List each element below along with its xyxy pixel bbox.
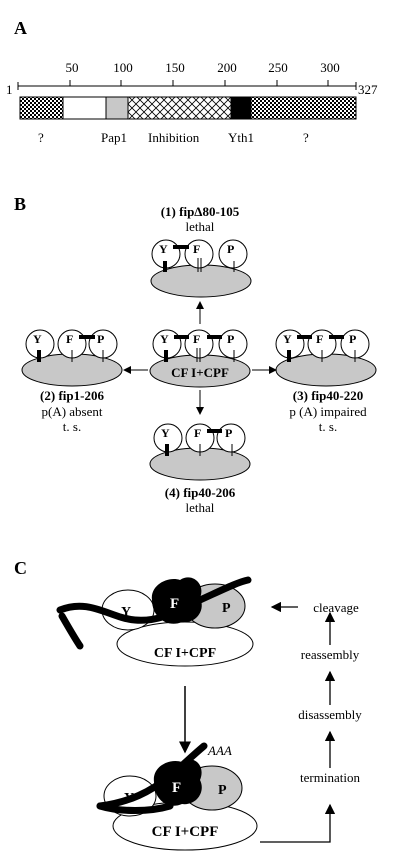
subunit-label-f: F xyxy=(170,596,179,612)
complex-label: CF I+CPF xyxy=(171,365,229,380)
complex-label: CF I+CPF xyxy=(154,646,216,661)
domain-bar: ? Pap1 Inhibition Yth1 ? xyxy=(19,96,357,145)
mutant-phenotype: p(A) absent xyxy=(41,404,102,419)
mutant-title: (2) fip1-206 xyxy=(40,388,104,403)
contact-block xyxy=(165,444,169,456)
cycle-step-disassembly: disassembly xyxy=(298,707,362,722)
subunit-f xyxy=(153,759,202,806)
subunit-label-y: Y xyxy=(121,605,131,620)
interaction-bar xyxy=(329,335,344,339)
panel-a-label: A xyxy=(14,18,27,38)
subunit-label-p: P xyxy=(227,332,234,346)
domain-label-unknown: ? xyxy=(38,130,44,145)
interaction-bar xyxy=(174,335,189,339)
contact-block xyxy=(287,350,291,362)
subunit-circle xyxy=(216,423,246,453)
mutant-title: (4) fip40-206 xyxy=(165,485,236,500)
subunit-label-p: P xyxy=(225,426,232,440)
sequence-scale: 1 327 50 100 150 200 250 300 xyxy=(6,60,378,97)
scale-tick-label: 150 xyxy=(165,60,185,75)
subunit-label-y: Y xyxy=(161,426,170,440)
cycle-pathway: termination disassembly reassembly cleav… xyxy=(260,600,362,843)
mutant-right: Y F P (3) fip40-220 p (A) impaired t. s. xyxy=(275,329,377,434)
complex-before-cleavage: CF I+CPF Y P F xyxy=(56,576,254,667)
contact-block xyxy=(37,350,41,362)
domain-label-pap1: Pap1 xyxy=(101,130,127,145)
cycle-arrow xyxy=(260,803,336,843)
subunit-label-f: F xyxy=(316,332,323,346)
subunit-label-f: F xyxy=(194,426,201,440)
subunit-label-y: Y xyxy=(283,332,292,346)
subunit-circle xyxy=(184,239,214,269)
contact-block xyxy=(163,261,167,272)
mutant-phenotype: lethal xyxy=(186,219,215,234)
domain-segment-white xyxy=(62,96,107,120)
scale-start-label: 1 xyxy=(6,82,13,97)
complex-label: CF I+CPF xyxy=(152,824,219,840)
subunit-label-f: F xyxy=(193,332,200,346)
scale-tick-label: 300 xyxy=(320,60,340,75)
polya-tail-label: AAA xyxy=(207,743,232,758)
mutant-phenotype: p (A) impaired xyxy=(289,404,367,419)
panel-c-label: C xyxy=(14,558,27,578)
rna-strand xyxy=(96,802,174,814)
contact-block xyxy=(164,350,168,362)
subunit-circle xyxy=(184,329,214,359)
complex-center: Y F P CF I+CPF xyxy=(149,329,251,388)
domain-segment-pap1 xyxy=(105,96,129,120)
domain-segment-yth1 xyxy=(230,96,252,120)
subunit-label-p: P xyxy=(97,332,104,346)
mutant-left: Y F P (2) fip1-206 p(A) absent t. s. xyxy=(21,329,123,434)
domain-label-unknown: ? xyxy=(303,130,309,145)
subunit-label-f: F xyxy=(193,242,200,256)
subunit-label-y: Y xyxy=(159,242,168,256)
subunit-f xyxy=(151,577,202,624)
interaction-bar xyxy=(207,429,222,433)
complex-after-cleavage: CF I+CPF Y P F AAA xyxy=(96,742,258,851)
mutant-phenotype: t. s. xyxy=(63,419,81,434)
mutant-title: (3) fip40-220 xyxy=(293,388,363,403)
subunit-label-p: P xyxy=(218,783,227,798)
interaction-bar xyxy=(207,335,222,339)
subunit-label-f: F xyxy=(66,332,73,346)
interaction-bar xyxy=(173,245,189,249)
subunit-label-p: P xyxy=(349,332,356,346)
scale-end-label: 327 xyxy=(358,82,378,97)
panel-b-label: B xyxy=(14,194,26,214)
cycle-step-reassembly: reassembly xyxy=(301,647,360,662)
interaction-bar xyxy=(297,335,312,339)
domain-label-yth1: Yth1 xyxy=(228,130,254,145)
rna-strand xyxy=(96,742,208,810)
domain-segment-c-terminal xyxy=(250,96,357,120)
scale-tick-label: 200 xyxy=(217,60,237,75)
domain-segment-n-terminal xyxy=(19,96,64,120)
domain-label-inhibition: Inhibition xyxy=(148,130,200,145)
mutant-phenotype: t. s. xyxy=(319,419,337,434)
subunit-label-p: P xyxy=(222,601,231,616)
interaction-bar xyxy=(79,335,95,339)
rna-strand xyxy=(58,612,84,650)
cycle-step-termination: termination xyxy=(300,770,360,785)
mutant-top: (1) fipΔ80-105 lethal Y F P xyxy=(150,204,252,298)
cycle-step-cleavage: cleavage xyxy=(313,600,359,615)
scale-tick-label: 250 xyxy=(268,60,288,75)
mutant-title: (1) fipΔ80-105 xyxy=(161,204,240,219)
mutant-phenotype: lethal xyxy=(186,500,215,515)
scale-tick-label: 50 xyxy=(66,60,79,75)
domain-segment-inhibition xyxy=(127,96,232,120)
subunit-circle xyxy=(218,329,248,359)
scale-tick-label: 100 xyxy=(113,60,133,75)
subunit-label-y: Y xyxy=(160,332,169,346)
subunit-label-y: Y xyxy=(33,332,42,346)
mutant-bottom: Y F P (4) fip40-206 lethal xyxy=(149,423,251,515)
subunit-label-p: P xyxy=(227,242,234,256)
rna-strand xyxy=(56,576,252,624)
subunit-label-f: F xyxy=(172,780,181,796)
subunit-circle xyxy=(218,239,248,269)
